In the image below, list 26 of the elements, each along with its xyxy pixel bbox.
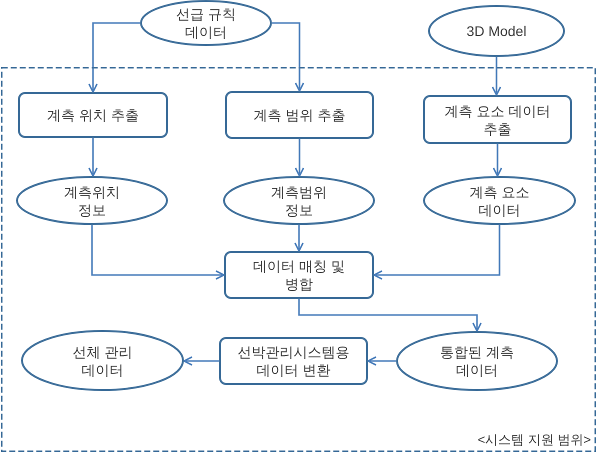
ellipse-node: 통합된 계측 데이터 — [396, 331, 558, 391]
process-box: 데이터 매칭 및 병합 — [224, 251, 374, 299]
process-box: 계측 위치 추출 — [18, 92, 168, 138]
ellipse-node: 계측 요소 데이터 — [423, 176, 576, 225]
arrow — [294, 139, 304, 177]
arrow — [88, 138, 98, 177]
ellipse-node: 선급 규칙 데이터 — [140, 0, 272, 46]
ellipse-node: 선체 관리 데이터 — [21, 330, 184, 391]
arrow — [272, 22, 304, 92]
dashed-region — [1, 67, 596, 452]
ellipse-node: 3D Model — [428, 5, 565, 57]
arrow — [492, 144, 502, 177]
arrow — [367, 356, 396, 366]
arrow — [294, 225, 304, 252]
arrow — [298, 299, 482, 332]
arrow — [492, 57, 502, 96]
ellipse-node: 계측범위 정보 — [223, 176, 375, 225]
arrow — [88, 22, 140, 93]
process-box: 선박관리시스템용 데이터 변환 — [219, 337, 368, 385]
arrow — [183, 356, 219, 366]
process-box: 계측 범위 추출 — [225, 91, 374, 139]
region-label: <시스템 지원 범위> — [478, 432, 591, 448]
arrow — [91, 225, 225, 280]
ellipse-node: 계측위치 정보 — [16, 176, 168, 225]
process-box: 계측 요소 데이터 추출 — [423, 95, 572, 144]
arrow — [373, 225, 500, 280]
